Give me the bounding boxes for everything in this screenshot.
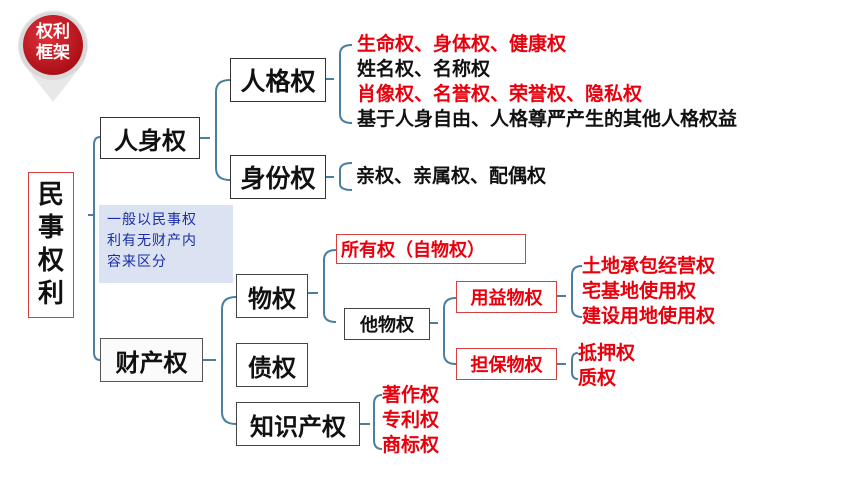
bracket-ip	[360, 394, 383, 450]
ip-items-list: 著作权 专利权 商标权	[382, 383, 439, 458]
ip-item-3: 商标权	[382, 434, 440, 456]
ip-item-1: 著作权	[382, 384, 440, 406]
note-line-2: 利有无财产内	[107, 233, 197, 249]
node-ownership: 所有权（自物权）	[336, 234, 526, 264]
node-usufruct-rights: 用益物权	[456, 281, 557, 313]
identity-items-list: 亲权、亲属权、配偶权	[356, 164, 546, 189]
bracket-root	[88, 136, 101, 361]
usufruct-item-2: 宅基地使用权	[582, 280, 697, 302]
bracket-security	[557, 352, 579, 380]
node-security-rights: 担保物权	[456, 348, 557, 380]
bracket-property	[203, 296, 237, 425]
root-box: 民 事 权 利	[28, 172, 74, 318]
personality-items-list: 生命权、身体权、健康权 姓名权、名称权 肖像权、名誉权、荣誉权、隐私权 基于人身…	[357, 32, 737, 132]
badge-label: 权利 框架	[16, 22, 90, 64]
personality-item-2: 姓名权、名称权	[357, 58, 491, 80]
node-real-rights: 物权	[236, 274, 308, 318]
node-property-rights: 财产权	[100, 338, 203, 382]
bracket-personality	[326, 44, 353, 124]
root-char-2: 事	[37, 213, 64, 243]
badge-line-2: 框架	[36, 43, 70, 63]
security-items-list: 抵押权 质权	[578, 341, 635, 391]
classification-note: 一般以民事权 利有无财产内 容来区分	[99, 205, 233, 283]
node-personality-rights: 人格权	[230, 58, 326, 102]
usufruct-item-1: 土地承包经营权	[582, 255, 716, 277]
usufruct-items-list: 土地承包经营权 宅基地使用权 建设用地使用权	[582, 254, 715, 329]
note-line-3: 容来区分	[107, 254, 167, 270]
bracket-real	[308, 249, 337, 323]
personality-item-1: 生命权、身体权、健康权	[357, 33, 567, 55]
bracket-person	[200, 79, 231, 181]
ip-item-2: 专利权	[382, 409, 440, 431]
bracket-usufruct	[557, 265, 583, 318]
badge-pin-icon	[18, 10, 88, 102]
badge-line-1: 权利	[36, 22, 70, 42]
note-line-1: 一般以民事权	[107, 212, 197, 228]
root-char-3: 权	[37, 246, 64, 276]
bracket-other-real	[430, 297, 457, 365]
node-person-rights: 人身权	[100, 117, 200, 159]
security-item-2: 质权	[578, 367, 617, 389]
root-char-4: 利	[37, 279, 64, 309]
personality-item-3: 肖像权、名誉权、荣誉权、隐私权	[357, 83, 643, 105]
personality-item-4: 基于人身自由、人格尊严产生的其他人格权益	[357, 108, 738, 130]
identity-item-1: 亲权、亲属权、配偶权	[356, 165, 547, 187]
node-identity-rights: 身份权	[230, 155, 326, 199]
security-item-1: 抵押权	[578, 342, 636, 364]
node-debt-rights: 债权	[236, 343, 308, 387]
root-char-1: 民	[37, 180, 64, 210]
node-other-real-rights: 他物权	[344, 308, 430, 340]
usufruct-item-3: 建设用地使用权	[582, 305, 716, 327]
node-ip-rights: 知识产权	[236, 402, 360, 446]
bracket-identity	[326, 162, 353, 191]
